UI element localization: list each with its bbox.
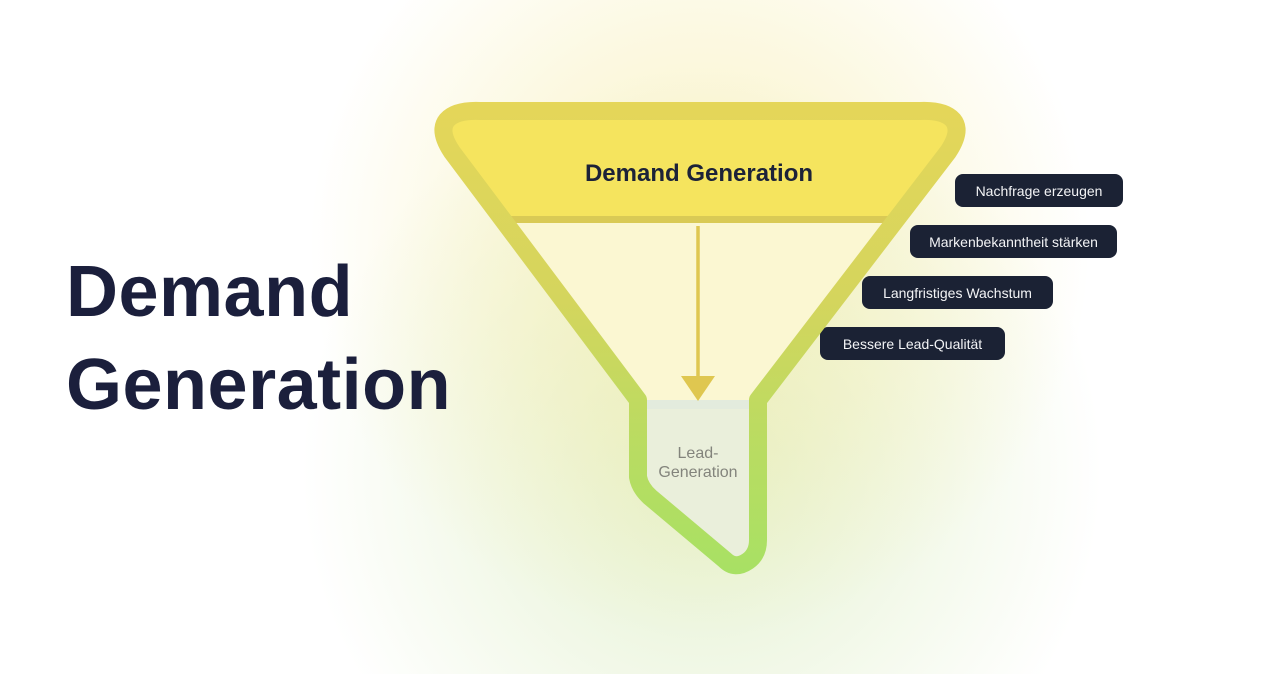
page-title-line2: Generation (66, 345, 452, 425)
benefit-badge-label: Markenbekanntheit stärken (929, 233, 1098, 250)
benefit-badge-leadqualitaet: Bessere Lead-Qualität (820, 327, 1005, 360)
benefit-badge-label: Langfristiges Wachstum (883, 284, 1032, 301)
benefit-badge-markenbekanntheit: Markenbekanntheit stärken (910, 225, 1117, 258)
benefit-badge-label: Nachfrage erzeugen (975, 182, 1103, 199)
page-title: Demand Generation (66, 246, 451, 432)
benefit-badge-label: Bessere Lead-Qualität (842, 335, 983, 352)
benefit-badge-wachstum: Langfristiges Wachstum (862, 276, 1053, 309)
benefit-badge-nachfrage: Nachfrage erzeugen (955, 174, 1123, 207)
page-title-line1: Demand (66, 252, 354, 332)
